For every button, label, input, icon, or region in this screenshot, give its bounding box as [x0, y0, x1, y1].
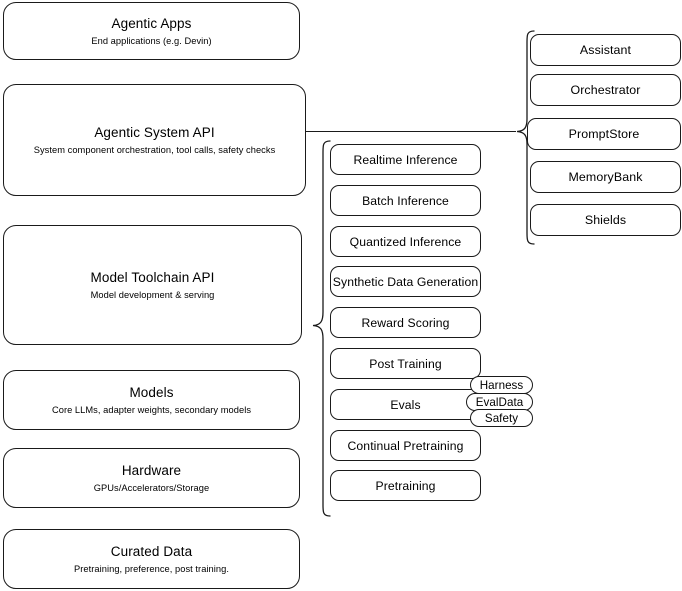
brace-toolchain-capabilities	[310, 140, 332, 518]
component-box-promptstore[interactable]: PromptStore	[527, 118, 681, 150]
layer-title: Agentic Apps	[111, 15, 192, 31]
connector-system-api-to-components	[306, 131, 516, 133]
component-label: Shields	[584, 213, 627, 227]
capability-label: Reward Scoring	[361, 315, 450, 330]
layer-box-agentic-system-api[interactable]: Agentic System API System component orch…	[3, 84, 306, 196]
capability-label: Post Training	[369, 356, 442, 371]
capability-label: Quantized Inference	[349, 234, 462, 249]
capability-label: Synthetic Data Generation	[332, 274, 479, 289]
eval-tag-label: EvalData	[475, 395, 524, 409]
layer-title: Curated Data	[110, 543, 193, 559]
capability-label: Batch Inference	[362, 193, 449, 208]
layer-subtitle: Core LLMs, adapter weights, secondary mo…	[51, 404, 252, 415]
component-label: Orchestrator	[570, 83, 641, 97]
component-box-memorybank[interactable]: MemoryBank	[530, 161, 681, 193]
component-label: MemoryBank	[568, 170, 643, 184]
eval-tag-evaldata[interactable]: EvalData	[466, 393, 533, 411]
capability-box-pretraining[interactable]: Pretraining	[330, 470, 481, 501]
capability-box-evals[interactable]: Evals	[330, 389, 481, 420]
layer-box-agentic-apps[interactable]: Agentic Apps End applications (e.g. Devi…	[3, 2, 300, 60]
layer-box-hardware[interactable]: Hardware GPUs/Accelerators/Storage	[3, 448, 300, 508]
component-label: Assistant	[579, 43, 632, 57]
component-label: PromptStore	[568, 127, 640, 141]
brace-system-components	[516, 30, 536, 246]
eval-tag-safety[interactable]: Safety	[470, 409, 533, 427]
layer-subtitle: System component orchestration, tool cal…	[33, 144, 276, 155]
layer-box-models[interactable]: Models Core LLMs, adapter weights, secon…	[3, 370, 300, 430]
capability-box-reward-scoring[interactable]: Reward Scoring	[330, 307, 481, 338]
capability-label: Continual Pretraining	[347, 438, 464, 453]
layer-box-curated-data[interactable]: Curated Data Pretraining, preference, po…	[3, 529, 300, 589]
eval-tag-label: Harness	[479, 378, 524, 392]
eval-tag-harness[interactable]: Harness	[470, 376, 533, 394]
capability-box-post-training[interactable]: Post Training	[330, 348, 481, 379]
component-box-shields[interactable]: Shields	[530, 204, 681, 236]
capability-box-batch-inference[interactable]: Batch Inference	[330, 185, 481, 216]
layer-subtitle: End applications (e.g. Devin)	[91, 35, 212, 46]
capability-box-continual-pretraining[interactable]: Continual Pretraining	[330, 430, 481, 461]
layer-title: Agentic System API	[94, 124, 215, 140]
layer-subtitle: Pretraining, preference, post training.	[74, 563, 229, 574]
capability-box-quantized-inference[interactable]: Quantized Inference	[330, 226, 481, 257]
layer-title: Model Toolchain API	[90, 269, 215, 285]
component-box-orchestrator[interactable]: Orchestrator	[530, 74, 681, 106]
capability-box-realtime-inference[interactable]: Realtime Inference	[330, 144, 481, 175]
eval-tag-label: Safety	[484, 411, 519, 425]
capability-label: Realtime Inference	[353, 152, 458, 167]
capability-box-synthetic-data-generation[interactable]: Synthetic Data Generation	[330, 266, 481, 297]
component-box-assistant[interactable]: Assistant	[530, 34, 681, 66]
layer-subtitle: GPUs/Accelerators/Storage	[93, 482, 210, 493]
capability-label: Pretraining	[375, 478, 436, 493]
layer-subtitle: Model development & serving	[90, 289, 215, 300]
layer-box-model-toolchain-api[interactable]: Model Toolchain API Model development & …	[3, 225, 302, 345]
layer-title: Models	[129, 384, 174, 400]
capability-label: Evals	[390, 397, 421, 412]
layer-title: Hardware	[121, 462, 182, 478]
